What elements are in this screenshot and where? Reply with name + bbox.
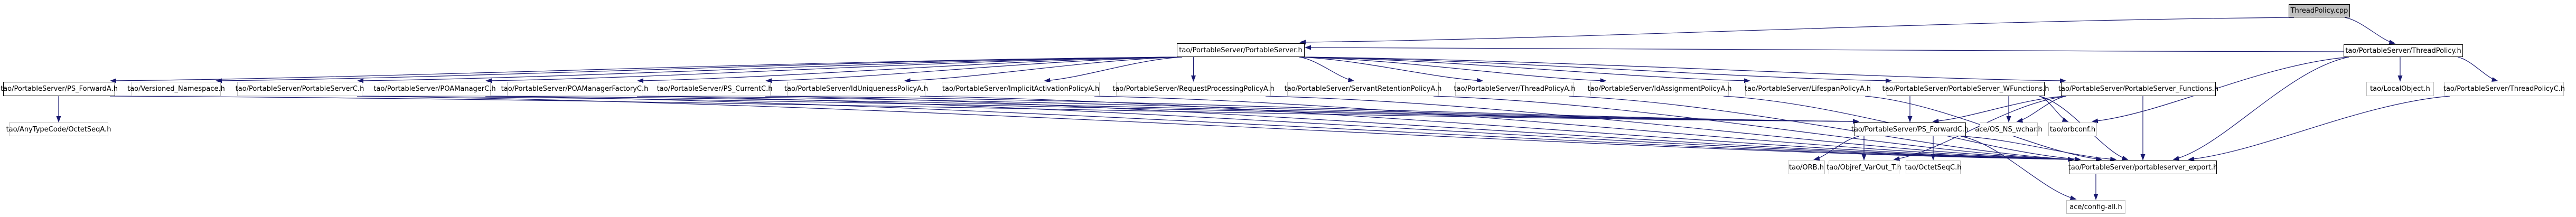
edge-portableserver_h-to-threadpolicya xyxy=(1299,56,1484,83)
node-label: tao/PortableServer/RequestProcessingPoli… xyxy=(1112,85,1275,93)
node-label: tao/OctetSeqC.h xyxy=(1905,163,1962,172)
edge-reqproc-to-export xyxy=(1265,96,2074,162)
node-root: ThreadPolicy.cpp xyxy=(2289,4,2350,17)
node-label: tao/PortableServer/POAManagerC.h xyxy=(373,85,496,93)
edge-functions-to-objref xyxy=(1893,96,2067,161)
node-label: tao/orbconf.h xyxy=(2049,125,2096,134)
node-label: tao/PortableServer/PortableServer.h xyxy=(1179,46,1303,54)
node-label: tao/PortableServer/portableserver_export… xyxy=(2068,163,2218,172)
edge-portableserver_h-to-poamanagerfactoryc xyxy=(637,56,1183,83)
edge-portableserver_h-to-iduniq xyxy=(904,56,1183,83)
node-export[interactable]: tao/PortableServer/portableserver_export… xyxy=(2068,161,2218,174)
node-orb: tao/ORB.h xyxy=(1788,161,1825,174)
edge-threadpolicyc-to-export xyxy=(2188,96,2450,162)
node-label: tao/PortableServer/PortableServer_WFunct… xyxy=(1882,85,2049,93)
edge-poamanagerfactoryc-to-export xyxy=(636,96,2074,162)
edge-portableserver_h-to-portableserverc xyxy=(357,56,1183,83)
edge-portableserver_h-to-idassign xyxy=(1299,56,1607,83)
edge-portableserver_h-to-ps_forwarda xyxy=(110,56,1183,83)
node-label: tao/Versioned_Namespace.h xyxy=(127,85,225,93)
node-poamanagerfactoryc: tao/PortableServer/POAManagerFactoryC.h xyxy=(501,82,648,96)
edge-poamanagerc-to-export xyxy=(485,96,2074,162)
node-label: tao/PortableServer/IdAssignmentPolicyA.h xyxy=(1587,85,1732,93)
node-label: tao/PortableServer/PS_ForwardC.h xyxy=(1851,125,1969,134)
node-label: ace/config-all.h xyxy=(2069,203,2122,211)
node-label: tao/AnyTypeCode/OctetSeqA.h xyxy=(6,125,111,134)
node-label: tao/PortableServer/ImplicitActivationPol… xyxy=(942,85,1100,93)
edge-threadpolicy_h-to-threadpolicyc xyxy=(2457,56,2498,82)
node-portableserverc: tao/PortableServer/PortableServerC.h xyxy=(235,82,364,96)
edge-portableserver_h-to-ps_currentc xyxy=(765,56,1183,83)
node-label: tao/Objref_VarOut_T.h xyxy=(1826,163,1901,172)
edge-ps_currentc-to-ps_forwardc xyxy=(765,96,1859,124)
node-reqproc: tao/PortableServer/RequestProcessingPoli… xyxy=(1112,82,1275,96)
node-label: tao/PortableServer/PS_CurrentC.h xyxy=(657,85,773,93)
edge-portableserver_h-to-lifespan xyxy=(1299,56,1750,83)
node-objref: tao/Objref_VarOut_T.h xyxy=(1826,161,1901,174)
node-threadpolicy_h[interactable]: tao/PortableServer/ThreadPolicy.h xyxy=(2344,44,2463,57)
node-label: tao/PortableServer/PortableServer_Functi… xyxy=(2058,85,2219,93)
node-localobject: tao/LocalObject.h xyxy=(2366,82,2434,96)
edge-ps_forwardc-to-export xyxy=(1960,136,2117,162)
node-threadpolicya: tao/PortableServer/ThreadPolicyA.h xyxy=(1454,82,1576,96)
node-iduniq: tao/PortableServer/IdUniquenessPolicyA.h xyxy=(784,82,929,96)
edge-wfunctions-to-orbconf xyxy=(2039,96,2069,122)
node-ps_currentc: tao/PortableServer/PS_CurrentC.h xyxy=(657,82,773,96)
node-label: tao/PortableServer/ThreadPolicy.h xyxy=(2345,46,2461,55)
edge-portableserver_h-to-poamanagerc xyxy=(485,56,1183,83)
edge-threadpolicy_h-to-export xyxy=(2172,56,2349,161)
node-label: tao/PortableServer/ThreadPolicyC.h xyxy=(2443,85,2565,93)
node-wfunctions[interactable]: tao/PortableServer/PortableServer_WFunct… xyxy=(1882,82,2049,96)
edge-iduniq-to-export xyxy=(920,96,2074,162)
node-label: tao/LocalObject.h xyxy=(2370,85,2430,93)
edge-portableserver_h-to-functions xyxy=(1299,56,2066,83)
edge-root-to-threadpolicy_h xyxy=(2344,17,2396,45)
node-label: ThreadPolicy.cpp xyxy=(2290,7,2348,15)
edge-poamanagerfactoryc-to-ps_forwardc xyxy=(636,96,1859,124)
edge-portableserverc-to-export xyxy=(357,96,2074,162)
edge-portableserver_h-to-servantret xyxy=(1299,56,1355,82)
edge-servantret-to-export xyxy=(1433,96,2074,162)
node-label: tao/PortableServer/PS_ForwardA.h xyxy=(1,85,118,93)
node-poamanagerc: tao/PortableServer/POAManagerC.h xyxy=(373,82,496,96)
edge-functions-to-os_ns_wchar xyxy=(2016,96,2067,123)
node-lifespan: tao/PortableServer/LifespanPolicyA.h xyxy=(1744,82,1871,96)
node-orbconf: tao/orbconf.h xyxy=(2048,122,2097,136)
node-ps_forwarda[interactable]: tao/PortableServer/PS_ForwardA.h xyxy=(1,82,118,96)
edge-portableserver_h-to-implicit xyxy=(1044,56,1183,83)
node-octetseqc: tao/OctetSeqC.h xyxy=(1905,161,1962,174)
edge-root-to-portableserver_h xyxy=(1299,17,2294,45)
node-label: tao/PortableServer/IdUniquenessPolicyA.h xyxy=(784,85,929,93)
node-ps_forwardc[interactable]: tao/PortableServer/PS_ForwardC.h xyxy=(1851,122,1969,136)
edge-portableserver_h-to-versioned xyxy=(216,56,1183,83)
node-idassign: tao/PortableServer/IdAssignmentPolicyA.h xyxy=(1587,82,1732,96)
edge-poamanagerc-to-ps_forwardc xyxy=(485,96,1859,124)
node-functions[interactable]: tao/PortableServer/PortableServer_Functi… xyxy=(2058,82,2219,96)
node-os_ns_wchar: ace/OS_NS_wchar.h xyxy=(1975,122,2043,136)
node-label: tao/PortableServer/POAManagerFactoryC.h xyxy=(501,85,649,93)
node-versioned: tao/Versioned_Namespace.h xyxy=(127,82,225,96)
node-label: tao/PortableServer/PortableServerC.h xyxy=(235,85,364,93)
edge-ps_forwardc-to-orb xyxy=(1813,136,1860,161)
node-octetseqa: tao/AnyTypeCode/OctetSeqA.h xyxy=(6,122,111,136)
node-label: tao/PortableServer/LifespanPolicyA.h xyxy=(1744,85,1871,93)
node-servantret: tao/PortableServer/ServantRetentionPolic… xyxy=(1284,82,1442,96)
node-threadpolicyc: tao/PortableServer/ThreadPolicyC.h xyxy=(2443,82,2565,96)
edge-threadpolicy_h-to-portableserver_h xyxy=(1305,45,2344,52)
edge-functions-to-ps_forwardc xyxy=(1932,96,2067,124)
node-portableserver_h[interactable]: tao/PortableServer/PortableServer.h xyxy=(1177,43,1305,57)
edge-portableserver_h-to-wfunctions xyxy=(1299,56,1892,83)
edge-implicit-to-export xyxy=(1094,96,2074,162)
edge-ps_forwardc-to-config_all xyxy=(1960,136,2077,201)
node-label: tao/PortableServer/ThreadPolicyA.h xyxy=(1454,85,1576,93)
node-config_all: ace/config-all.h xyxy=(2066,200,2125,214)
edge-threadpolicya-to-export xyxy=(1568,96,2074,162)
node-label: tao/PortableServer/ServantRetentionPolic… xyxy=(1284,85,1442,93)
node-label: ace/OS_NS_wchar.h xyxy=(1975,125,2043,134)
node-implicit: tao/PortableServer/ImplicitActivationPol… xyxy=(942,82,1100,96)
node-label: tao/ORB.h xyxy=(1789,163,1824,172)
edge-ps_currentc-to-export xyxy=(765,96,2074,162)
